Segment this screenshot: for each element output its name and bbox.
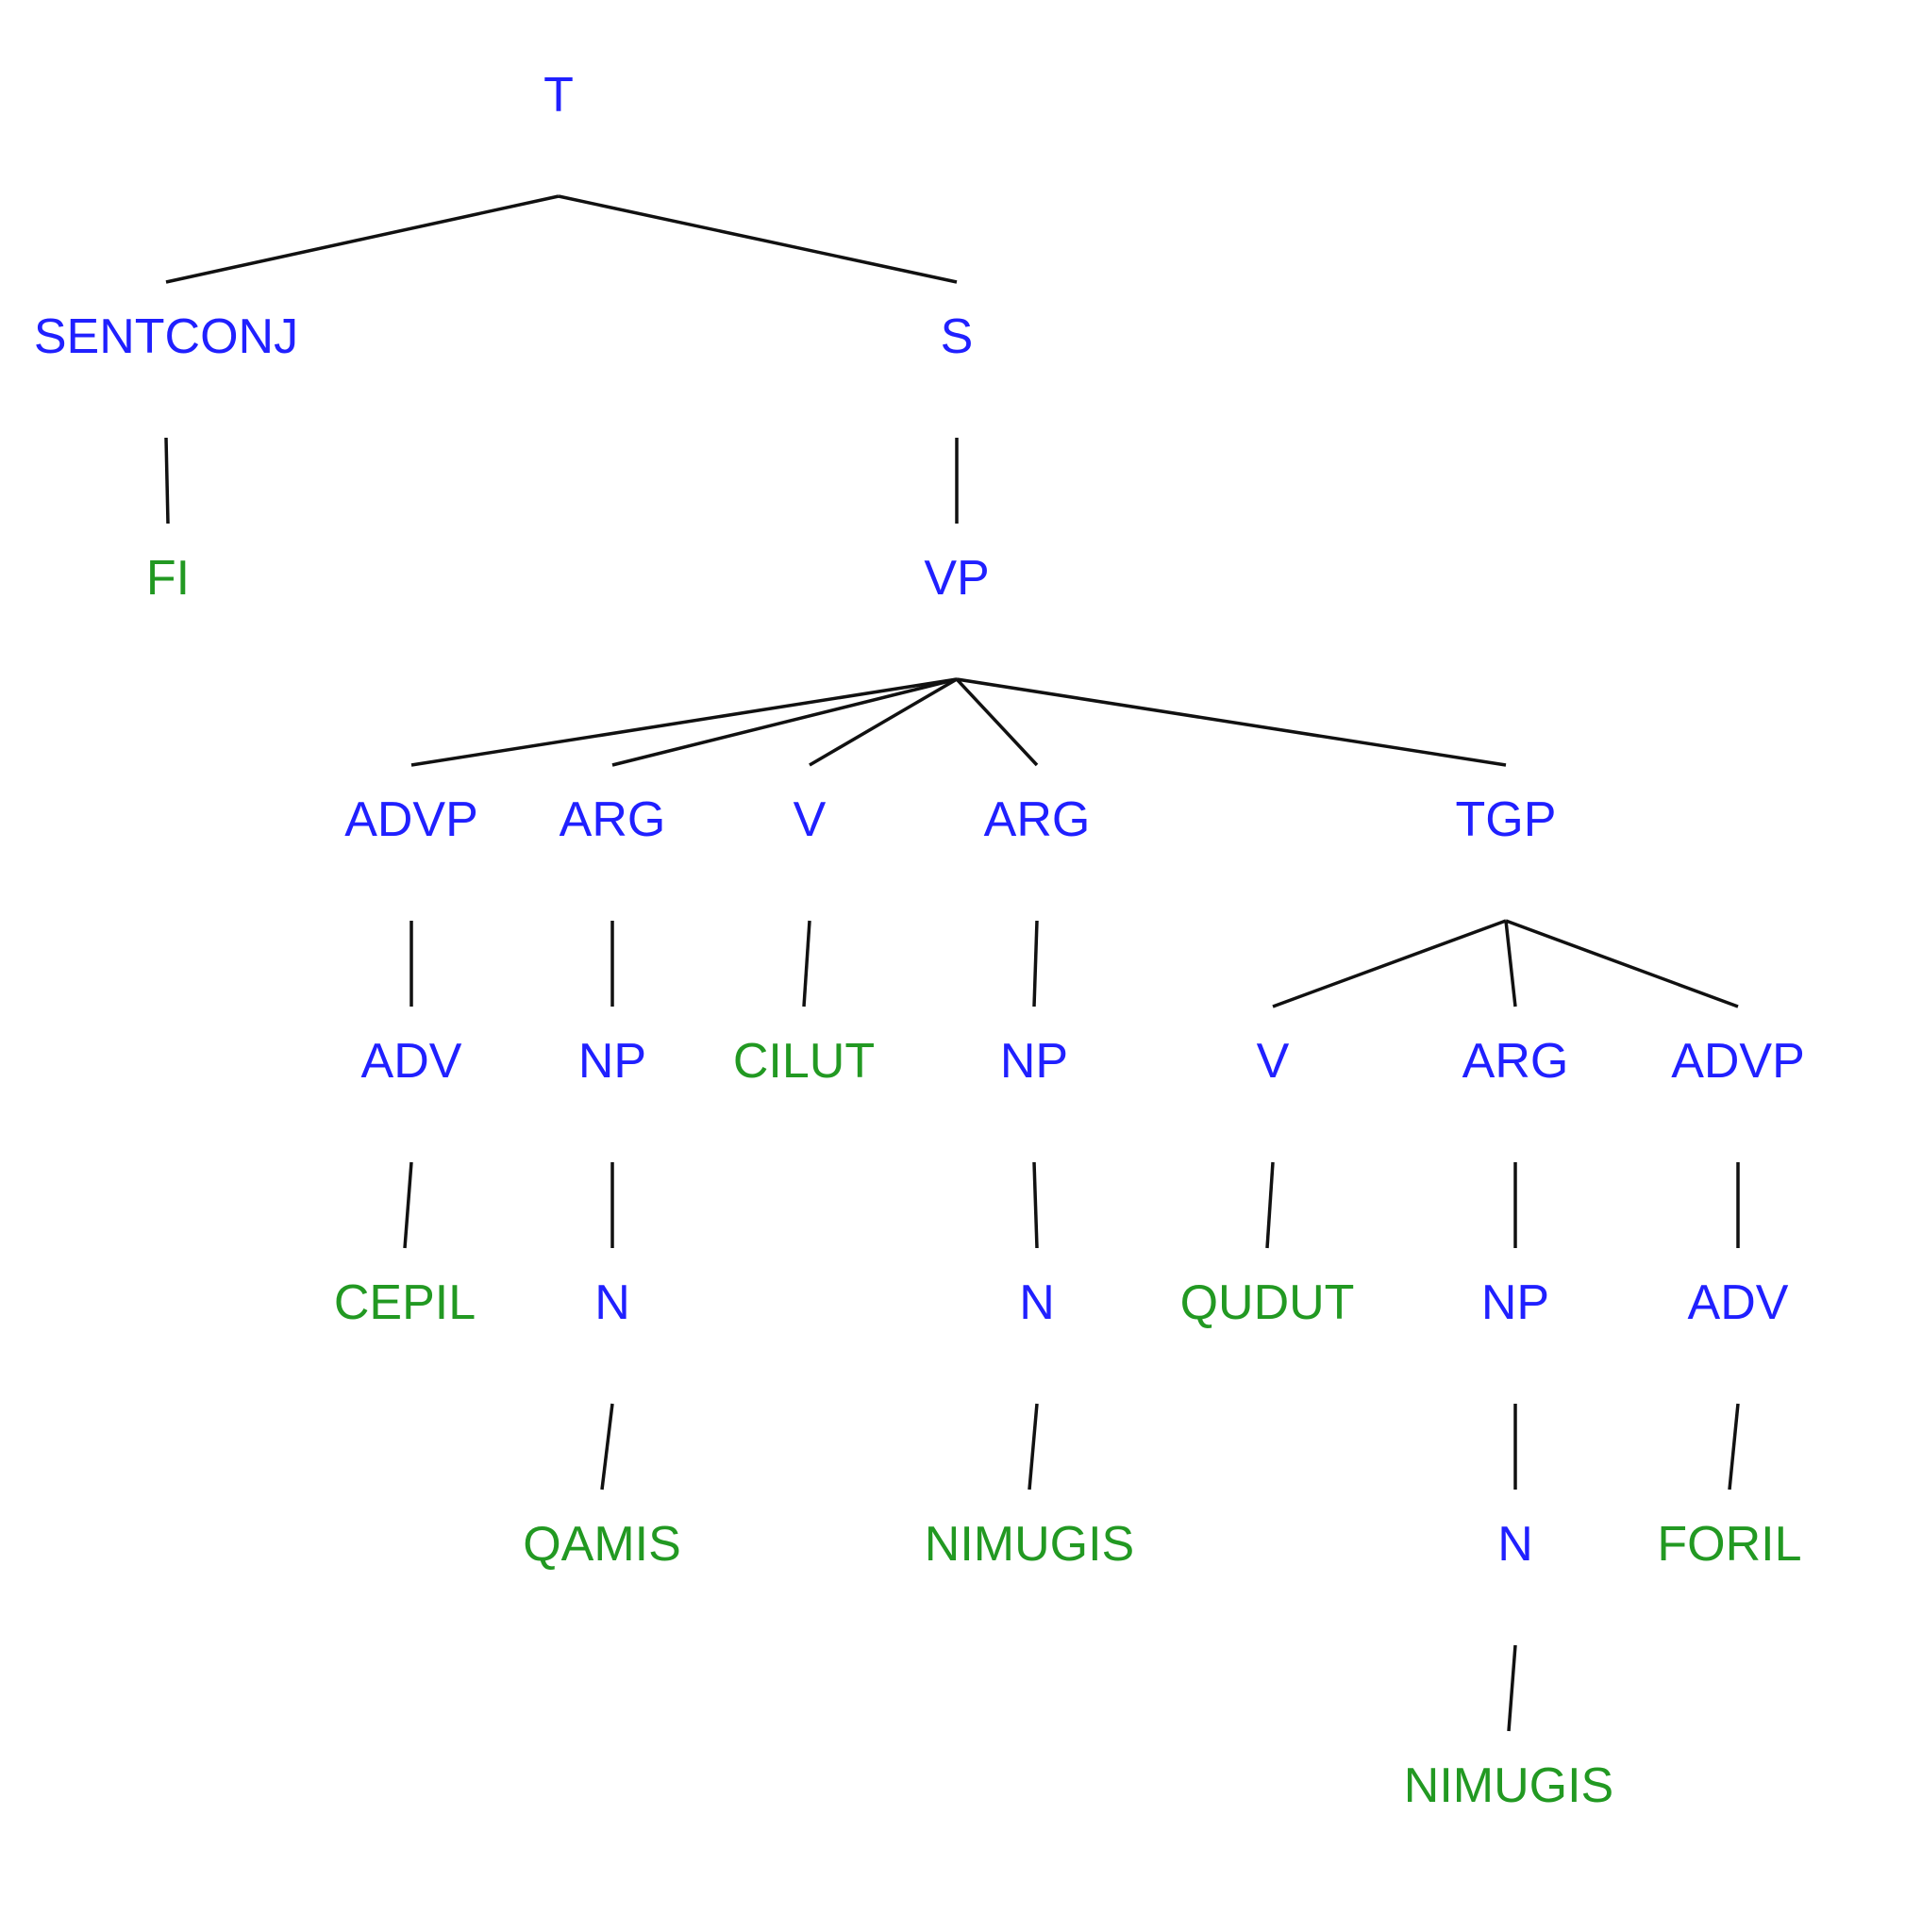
tree-node-category: ARG <box>1462 1034 1569 1089</box>
tree-node-category: VP <box>924 551 989 606</box>
tree-node-category: ARG <box>560 792 666 847</box>
tree-node-category: N <box>1497 1517 1533 1572</box>
tree-edge <box>1032 920 1039 1008</box>
tree-leaf-word: CILUT <box>733 1034 875 1089</box>
tree-edge <box>1032 1161 1039 1249</box>
tree-node-category: ARG <box>984 792 1091 847</box>
tree-edge <box>1272 919 1507 1008</box>
tree-leaf-word: NIMUGIS <box>925 1517 1134 1572</box>
tree-node-category: N <box>1019 1275 1055 1330</box>
tree-edge <box>1505 919 1739 1008</box>
tree-leaf-word: QAMIS <box>523 1517 681 1572</box>
tree-node-category: T <box>543 68 574 123</box>
tree-node-category: ADV <box>361 1034 462 1089</box>
tree-edge <box>1265 1161 1275 1249</box>
tree-edge <box>164 437 170 525</box>
tree-leaf-word: NIMUGIS <box>1404 1758 1613 1813</box>
tree-edge <box>1728 1403 1740 1491</box>
tree-node-category: ADV <box>1688 1275 1789 1330</box>
tree-edge <box>802 920 811 1008</box>
tree-node-category: ADVP <box>1671 1034 1805 1089</box>
tree-leaf-word: FI <box>146 551 190 606</box>
tree-edge <box>410 677 958 767</box>
tree-node-category: V <box>794 792 827 847</box>
tree-node-category: NP <box>1481 1275 1549 1330</box>
tree-node-category: NP <box>1000 1034 1068 1089</box>
tree-leaf-word: FORIL <box>1657 1517 1801 1572</box>
tree-edge <box>600 1403 614 1491</box>
tree-edge <box>165 194 560 284</box>
tree-leaf-word: QUDUT <box>1180 1275 1355 1330</box>
tree-edge <box>809 677 958 767</box>
tree-edge <box>1028 1403 1039 1491</box>
tree-edge <box>558 194 958 284</box>
tree-edge <box>956 677 1507 767</box>
tree-edge <box>955 677 1039 767</box>
tree-edge <box>611 677 958 767</box>
tree-leaf-word: CEPIL <box>334 1275 476 1330</box>
tree-node-category: S <box>941 309 974 364</box>
tree-edge <box>403 1161 413 1249</box>
tree-edge <box>1504 920 1517 1008</box>
tree-node-category: N <box>594 1275 630 1330</box>
tree-node-category: NP <box>578 1034 646 1089</box>
tree-node-category: ADVP <box>344 792 478 847</box>
tree-edge <box>1507 1644 1517 1732</box>
tree-node-category: SENTCONJ <box>34 309 298 364</box>
tree-node-category: TGP <box>1456 792 1557 847</box>
tree-node-category: V <box>1257 1034 1290 1089</box>
